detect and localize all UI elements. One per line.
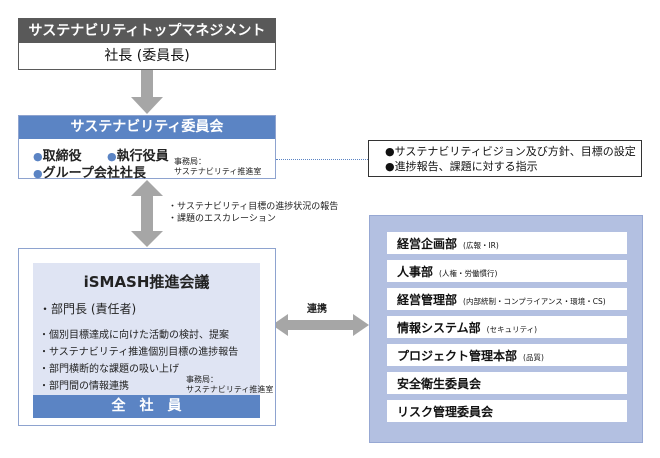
- note-item: ・サステナビリティ目標の進捗状況の報告: [168, 202, 339, 212]
- bullet-dot-icon: ●: [33, 150, 43, 163]
- role-item: ●サステナビリティビジョン及び方針、目標の設定: [385, 145, 636, 158]
- meeting-secretariat: 事務局： サステナビリティ推進室: [186, 375, 274, 394]
- task-item: ・サステナビリティ推進個別目標の進捗報告: [39, 347, 239, 358]
- department-item: プロジェクト管理本部 (品質): [387, 344, 627, 366]
- department-item: リスク管理委員会: [387, 400, 627, 422]
- department-name: 安全衛生委員会: [397, 377, 482, 391]
- department-name: 経営企画部: [397, 237, 458, 251]
- committee-member: ●執行役員: [107, 149, 169, 164]
- arrow-down-icon: [131, 70, 163, 114]
- department-item: 情報システム部 (セキュリティ): [387, 316, 627, 338]
- department-name: 情報システム部: [397, 321, 481, 335]
- dotted-connector: [276, 159, 368, 160]
- committee-title: サステナビリティ委員会: [19, 116, 275, 139]
- task-item: ・部門間の情報連携: [39, 381, 129, 392]
- department-note: (内部統制・コンプライアンス・環境・CS): [463, 297, 606, 306]
- committee-member: ●グループ会社社長: [33, 166, 146, 181]
- department-note: (品質): [523, 353, 544, 362]
- department-item: 経営管理部 (内部統制・コンプライアンス・環境・CS): [387, 288, 627, 310]
- department-note: (セキュリティ): [486, 325, 538, 334]
- department-name: 経営管理部: [397, 293, 458, 307]
- sustainability-committee-box: サステナビリティ委員会 ●取締役 ●執行役員 ●グループ会社社長 事務局： サス…: [18, 115, 276, 181]
- department-item: 経営企画部 (広報・IR): [387, 232, 627, 254]
- meeting-title: iSMASH推進会議: [83, 273, 210, 291]
- departments-panel: 経営企画部 (広報・IR) 人事部 (人権・労働慣行) 経営管理部 (内部統制・コンプ…: [369, 215, 643, 443]
- top-management-title: サステナビリティトップマネジメント: [19, 19, 275, 43]
- department-name: プロジェクト管理本部: [397, 349, 518, 363]
- department-item: 人事部 (人権・労働慣行): [387, 260, 627, 282]
- role-item: ●進捗報告、課題に対する指示: [385, 160, 538, 173]
- department-item: 安全衛生委員会: [387, 372, 627, 394]
- top-management-role: 社長 (委員長): [104, 48, 190, 64]
- reporting-notes: ・サステナビリティ目標の進捗状況の報告 ・課題のエスカレーション: [168, 201, 338, 225]
- department-name: 人事部: [397, 265, 434, 279]
- committee-roles-box: ●サステナビリティビジョン及び方針、目標の設定 ●進捗報告、課題に対する指示: [368, 140, 642, 177]
- note-item: ・課題のエスカレーション: [168, 214, 276, 224]
- department-note: (人権・労働慣行): [439, 269, 498, 278]
- task-item: ・部門横断的な課題の吸い上げ: [39, 364, 179, 375]
- arrow-updown-icon: [131, 180, 163, 247]
- committee-secretariat: 事務局： サステナビリティ推進室: [174, 157, 262, 176]
- ismash-meeting-box: iSMASH推進会議 ・部門長 (責任者) ・個別目標達成に向けた活動の検討、提…: [33, 263, 273, 418]
- bullet-dot-icon: ●: [33, 167, 43, 180]
- department-note: (広報・IR): [463, 241, 499, 250]
- committee-member: ●取締役: [33, 149, 82, 164]
- arrow-leftright-icon: [272, 314, 369, 336]
- top-management-box: サステナビリティトップマネジメント 社長 (委員長): [18, 18, 276, 70]
- task-item: ・個別目標達成に向けた活動の検討、提案: [39, 330, 229, 341]
- all-staff-bar: 全社員: [33, 395, 260, 418]
- link-label: 連携: [307, 304, 327, 315]
- bullet-dot-icon: ●: [107, 150, 117, 163]
- meeting-member: ・部門長 (責任者): [39, 302, 137, 316]
- department-name: リスク管理委員会: [397, 405, 494, 419]
